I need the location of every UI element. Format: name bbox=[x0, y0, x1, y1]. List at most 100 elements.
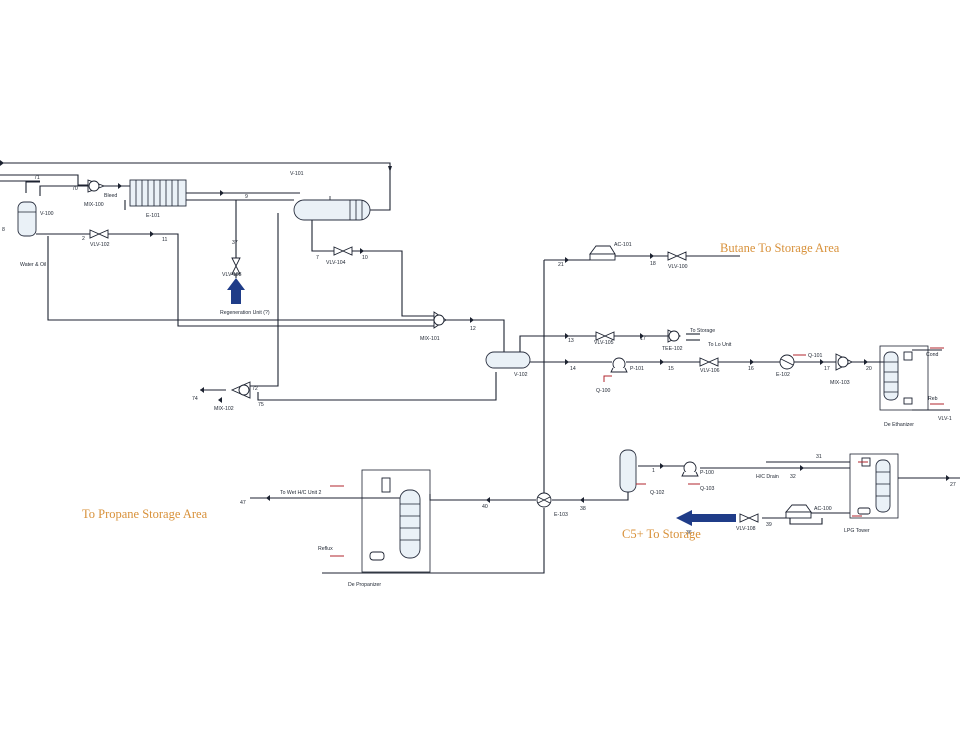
mix100-mixer[interactable] bbox=[87, 179, 106, 193]
label-mix101: MIX-101 bbox=[420, 336, 440, 342]
label-ac100: AC-100 bbox=[814, 506, 832, 512]
mix102-mixer[interactable] bbox=[230, 381, 251, 399]
label-q103: Q-103 bbox=[700, 486, 715, 492]
stream-markers bbox=[0, 160, 950, 503]
column-boxes bbox=[361, 345, 929, 573]
vlv100-valve[interactable] bbox=[667, 251, 687, 261]
propane-annotation: To Propane Storage Area bbox=[82, 507, 208, 521]
v103-vessel[interactable] bbox=[619, 449, 637, 493]
label-s13: 13 bbox=[568, 338, 574, 344]
label-e103: E-103 bbox=[554, 512, 568, 518]
label-s31: 31 bbox=[816, 454, 822, 460]
label-e101: E-101 bbox=[146, 213, 160, 219]
label-p101: P-101 bbox=[630, 366, 644, 372]
label-s2: 2 bbox=[82, 236, 85, 242]
label-v100: V-100 bbox=[40, 211, 54, 217]
lpg-tower-box bbox=[849, 453, 899, 519]
label-s14: 14 bbox=[570, 366, 576, 372]
label-vlv103: VLV-103 bbox=[222, 272, 242, 278]
label-s17: 17 bbox=[640, 336, 646, 342]
label-reflux: Reflux bbox=[318, 546, 333, 552]
label-s21: 21 bbox=[558, 262, 564, 268]
tee102-tee[interactable] bbox=[667, 329, 682, 343]
mix103-mixer[interactable] bbox=[835, 353, 854, 371]
label-s11: 11 bbox=[162, 237, 167, 243]
label-s1: 1 bbox=[652, 468, 655, 474]
e101-exchanger[interactable] bbox=[129, 179, 187, 207]
label-tee102: TEE-102 bbox=[662, 346, 683, 352]
label-s32: 32 bbox=[790, 474, 796, 480]
label-s37: 37 bbox=[232, 240, 238, 246]
label-bleed: Bleed bbox=[104, 193, 117, 199]
e102-exchanger[interactable] bbox=[779, 354, 795, 370]
label-e102: E-102 bbox=[776, 372, 790, 378]
ac101-cooler[interactable] bbox=[589, 245, 616, 261]
label-lpg: LPG Tower bbox=[844, 528, 870, 534]
label-vlv105: VLV-105 bbox=[594, 340, 614, 346]
label-s47: 47 bbox=[240, 500, 246, 506]
label-s8: 8 bbox=[2, 227, 5, 233]
lpg-tower-column[interactable] bbox=[857, 457, 891, 515]
label-s12: 12 bbox=[470, 326, 476, 332]
label-71: 71 bbox=[34, 175, 40, 181]
label-s9: 9 bbox=[245, 194, 248, 200]
c5-annotation: C5+ To Storage bbox=[622, 527, 701, 541]
label-vlv102: VLV-102 bbox=[90, 242, 110, 248]
vlv108-valve[interactable] bbox=[739, 513, 759, 523]
label-to-lo: To Lo Unit bbox=[708, 342, 732, 348]
label-water-oil: Water & Oil bbox=[20, 262, 46, 268]
label-de-ethanizer: De Ethanizer bbox=[884, 422, 914, 428]
label-s27: 27 bbox=[950, 482, 956, 488]
p101-pump[interactable] bbox=[610, 357, 628, 373]
e103-exchanger[interactable] bbox=[536, 492, 552, 508]
label-q101: Q-101 bbox=[808, 353, 823, 359]
label-s75: 75 bbox=[258, 402, 264, 408]
label-mix103: MIX-103 bbox=[830, 380, 850, 386]
label-s18: 18 bbox=[650, 261, 656, 267]
ac100-cooler[interactable] bbox=[785, 504, 812, 519]
vlv106-valve[interactable] bbox=[699, 357, 719, 367]
depropanizer-box bbox=[361, 469, 431, 573]
energy-streams bbox=[330, 347, 944, 557]
label-vlv100: VLV-100 bbox=[668, 264, 688, 270]
label-hc-drain: H/C Drain bbox=[756, 474, 779, 480]
label-regen: Regeneration Unit (?) bbox=[220, 310, 270, 316]
label-to-wet: To Wet H/C Unit 2 bbox=[280, 490, 322, 496]
label-s72: 72 bbox=[252, 386, 258, 392]
vlv103-valve[interactable] bbox=[231, 257, 241, 275]
butane-annotation: Butane To Storage Area bbox=[720, 241, 840, 255]
vlv104-valve[interactable] bbox=[333, 246, 353, 256]
v101-vessel[interactable] bbox=[293, 196, 371, 221]
label-vlv104: VLV-104 bbox=[326, 260, 346, 266]
depropanizer-column[interactable] bbox=[369, 477, 421, 561]
vlv105-valve[interactable] bbox=[595, 331, 615, 341]
mix101-mixer[interactable] bbox=[433, 311, 447, 329]
label-v101: V-101 bbox=[290, 171, 304, 177]
label-s15: 15 bbox=[668, 366, 674, 372]
p100-pump[interactable] bbox=[681, 461, 699, 477]
label-ac101: AC-101 bbox=[614, 242, 632, 248]
c5-storage-arrow bbox=[676, 510, 736, 526]
label-s38: 38 bbox=[580, 506, 586, 512]
label-s74: 74 bbox=[192, 396, 198, 402]
vlv102-valve[interactable] bbox=[89, 229, 109, 239]
v102-vessel[interactable] bbox=[485, 348, 531, 369]
de-ethanizer-column[interactable] bbox=[883, 351, 913, 405]
label-depropanizer: De Propanizer bbox=[348, 582, 381, 588]
label-reb: Reb bbox=[928, 396, 938, 402]
label-cond: Cond bbox=[926, 352, 939, 358]
label-s10: 10 bbox=[362, 255, 368, 261]
label-s36: 36 bbox=[686, 530, 692, 536]
regeneration-arrow bbox=[227, 278, 245, 304]
label-vlv108: VLV-108 bbox=[736, 526, 756, 532]
label-v102: V-102 bbox=[514, 372, 528, 378]
process-lines bbox=[0, 162, 960, 574]
label-s17b: 17 bbox=[824, 366, 830, 372]
label-s7: 7 bbox=[316, 255, 319, 261]
label-vlv-end: VLV-1 bbox=[938, 416, 952, 422]
label-s39: 39 bbox=[766, 522, 772, 528]
v100-vessel[interactable] bbox=[17, 201, 37, 237]
label-mix100: MIX-100 bbox=[84, 202, 104, 208]
